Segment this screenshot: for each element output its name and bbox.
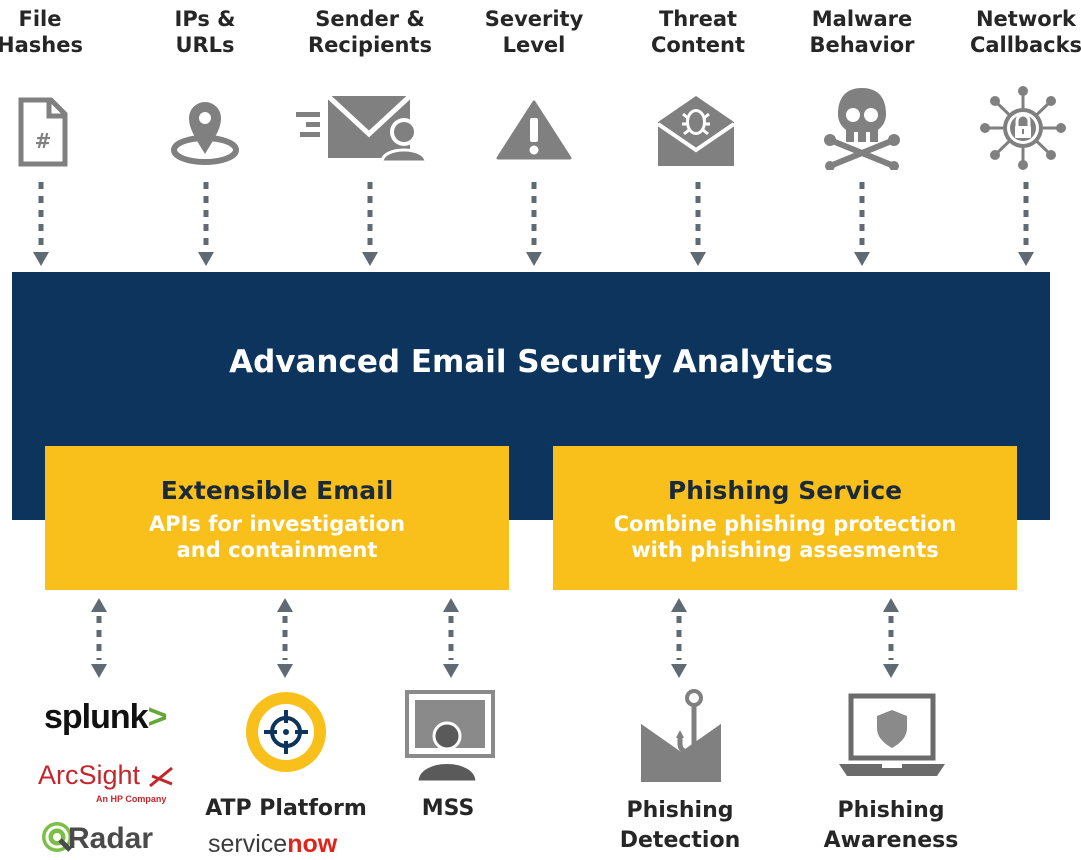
extensible-email-box: Extensible Email APIs for investigation … [45, 446, 509, 590]
phishing-service-box: Phishing Service Combine phishing protec… [553, 446, 1017, 590]
phishing-hook-icon [640, 689, 722, 782]
warning-icon [496, 100, 572, 160]
arcsight-logo-text: ArcSight [38, 760, 141, 790]
arrow-bidirectional [443, 598, 459, 678]
arrow-down [362, 182, 378, 266]
svg-text:#: # [35, 129, 52, 153]
arcsight-logo-sub: An HP Company [96, 794, 167, 804]
atp-target-icon [246, 692, 326, 772]
input-label-sender-recipients: Sender & Recipients [307, 7, 433, 57]
analytics-title: Advanced Email Security Analytics [229, 344, 833, 380]
phishing-detection-label: Phishing Detection [619, 798, 741, 853]
phishing-service-title: Phishing Service [667, 476, 903, 505]
arrow-down [854, 182, 870, 266]
phishing-awareness-label: Phishing Awareness [823, 798, 959, 853]
splunk-logo: splunk> [44, 698, 168, 737]
arrow-down [33, 182, 49, 266]
input-label-ips-urls: IPs & URLs [174, 7, 236, 57]
arcsight-mark-icon [149, 766, 173, 788]
input-label-malware-behavior: Malware Behavior [809, 7, 915, 57]
arrow-bidirectional [277, 598, 293, 678]
radar-logo: Radar [40, 818, 200, 858]
arrow-down [1018, 182, 1034, 266]
network-lock-icon [980, 86, 1066, 170]
arrow-bidirectional [91, 598, 107, 678]
location-pin-icon [171, 102, 239, 165]
extensible-email-subtitle: APIs for investigation and containment [148, 512, 406, 562]
arrow-bidirectional [671, 598, 687, 678]
input-label-file-hashes: File Hashes [0, 7, 83, 57]
phishing-service-subtitle: Combine phishing protection with phishin… [613, 512, 957, 562]
bug-envelope-icon [656, 96, 736, 166]
radar-mark-icon [42, 822, 72, 852]
mss-label: MSS [421, 796, 475, 821]
laptop-shield-icon [839, 693, 945, 776]
arrow-bidirectional [883, 598, 899, 678]
extensible-email-title: Extensible Email [160, 476, 394, 505]
skull-crossbones-icon [824, 88, 900, 170]
servicenow-logo: servicenow [208, 830, 337, 859]
email-sender-icon [296, 96, 428, 162]
splunk-logo-arrow: > [147, 698, 168, 736]
input-label-network-callbacks: Network Callbacks [969, 7, 1081, 57]
splunk-logo-text: splunk [44, 698, 149, 736]
arrow-down [526, 182, 542, 266]
radar-logo-text: Radar [68, 822, 154, 855]
file-hash-icon: # [18, 97, 68, 167]
servicenow-logo-text: service [208, 830, 288, 858]
arrow-down [690, 182, 706, 266]
servicenow-logo-accent: now [287, 830, 338, 858]
arrow-down [198, 182, 214, 266]
mss-monitor-icon [405, 690, 495, 782]
input-label-severity-level: Severity Level [484, 7, 584, 57]
arcsight-logo: ArcSight An HP Company [38, 760, 178, 810]
atp-platform-label: ATP Platform [205, 796, 367, 821]
input-label-threat-content: Threat Content [650, 7, 746, 57]
